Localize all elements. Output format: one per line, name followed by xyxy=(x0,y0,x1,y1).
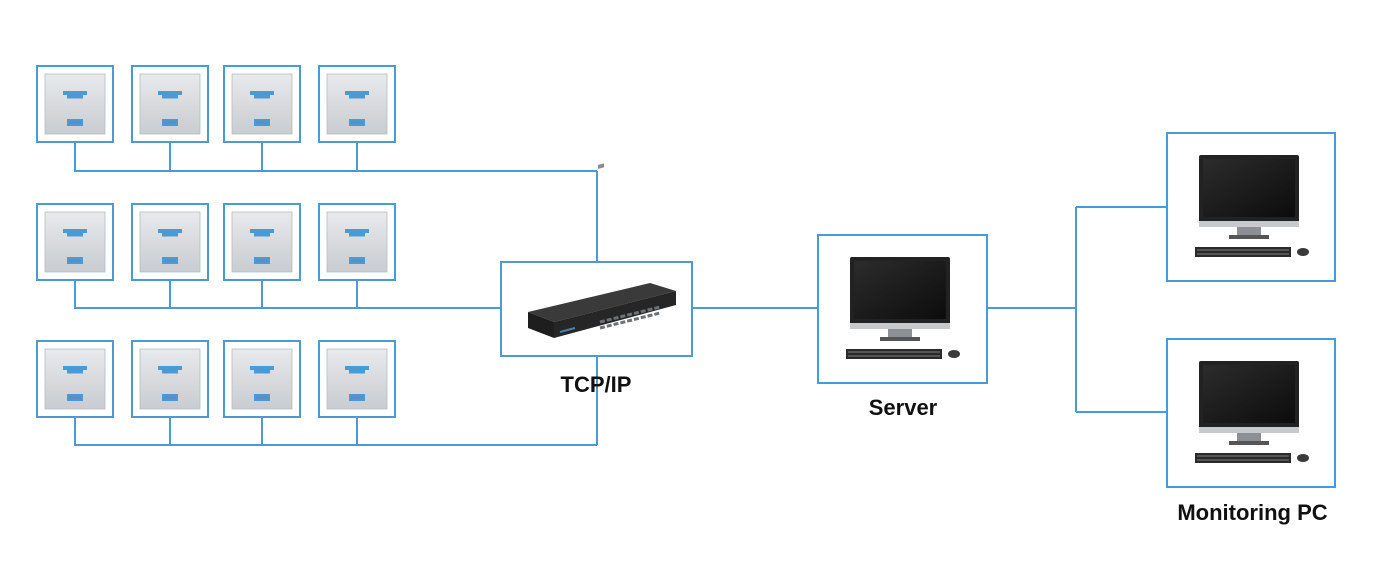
wall-panel-icon xyxy=(231,348,293,410)
controller-panel xyxy=(223,65,301,143)
monitoring-pc-label: Monitoring PC xyxy=(1177,500,1328,525)
controller-panel xyxy=(131,65,209,143)
connection-lines xyxy=(74,142,1167,446)
wall-panel-icon xyxy=(326,73,388,135)
controller-panel xyxy=(36,203,114,281)
wall-panel-icon xyxy=(326,348,388,410)
controller-panel xyxy=(223,340,301,418)
controller-panel xyxy=(131,340,209,418)
server-node xyxy=(817,234,988,384)
controller-grid xyxy=(36,65,396,418)
wall-panel-icon xyxy=(44,73,106,135)
server-label: Server xyxy=(868,395,938,420)
controller-panel xyxy=(318,65,396,143)
switch-label: TCP/IP xyxy=(560,372,632,397)
controller-panel xyxy=(223,203,301,281)
monitoring-pc-node xyxy=(1166,338,1336,488)
controller-panel xyxy=(131,203,209,281)
network-switch-icon xyxy=(528,163,676,338)
controller-panel xyxy=(318,340,396,418)
controller-panel xyxy=(318,203,396,281)
wall-panel-icon xyxy=(44,211,106,273)
monitoring-pc-node xyxy=(1166,132,1336,282)
wall-panel-icon xyxy=(231,73,293,135)
wall-panel-icon xyxy=(139,211,201,273)
wall-panel-icon xyxy=(231,211,293,273)
switch-node xyxy=(500,163,693,357)
wall-panel-icon xyxy=(44,348,106,410)
controller-panel xyxy=(36,340,114,418)
wall-panel-icon xyxy=(139,348,201,410)
controller-panel xyxy=(36,65,114,143)
wall-panel-icon xyxy=(139,73,201,135)
wall-panel-icon xyxy=(326,211,388,273)
